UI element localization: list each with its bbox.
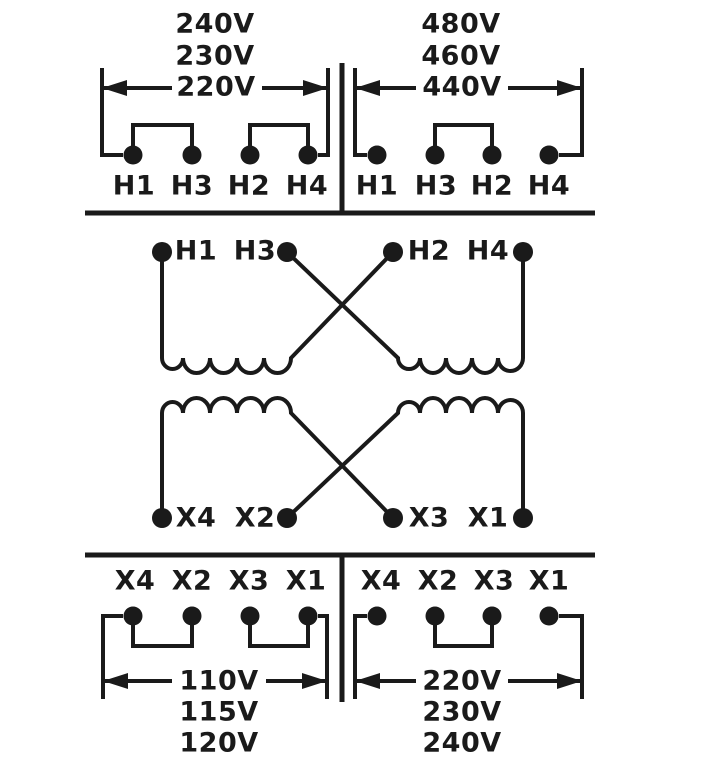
tl-h2-terminal-dot <box>240 145 260 165</box>
tr-h4-terminal-dot <box>539 145 559 165</box>
tr-voltage-label-2: 460V <box>421 40 501 72</box>
primary-right-winding <box>285 250 525 375</box>
tl-voltage-label-2: 230V <box>175 40 255 72</box>
tr-arrowhead-right <box>557 80 582 96</box>
tl-terminal-label-h4: H4 <box>285 170 329 202</box>
br-voltage-label-3: 240V <box>422 727 502 759</box>
bl-left-bracket <box>101 614 123 699</box>
br-terminal-label-x2: X2 <box>417 565 459 597</box>
bl-voltage-label-2: 115V <box>179 696 259 728</box>
primary-parallel-section <box>100 68 330 165</box>
secondary-parallel-section <box>101 606 329 699</box>
tr-h1-terminal-dot <box>367 145 387 165</box>
tr-terminal-label-h2: H2 <box>470 170 514 202</box>
mid-terminal-label-h1: H1 <box>174 235 218 267</box>
bl-arrowhead-left <box>103 673 128 689</box>
bl-voltage-label-1: 110V <box>179 665 259 697</box>
secondary-left-winding <box>160 396 395 520</box>
bl-terminal-label-x4: X4 <box>114 565 156 597</box>
mid-h3-terminal-dot <box>277 242 297 262</box>
tl-voltage-label-1: 240V <box>175 8 255 40</box>
tr-terminal-label-h4: H4 <box>527 170 571 202</box>
tr-h2-terminal-dot <box>482 145 502 165</box>
mid-terminal-label-x1: X1 <box>467 502 509 534</box>
mid-h2-terminal-dot <box>383 242 403 262</box>
tr-terminal-label-h3: H3 <box>414 170 458 202</box>
br-voltage-label-2: 230V <box>422 696 502 728</box>
br-x3-terminal-dot <box>482 606 502 626</box>
tr-right-bracket <box>559 68 584 157</box>
mid-h4-terminal-dot <box>513 242 533 262</box>
secondary-series-section <box>353 606 584 699</box>
tr-h3-terminal-dot <box>425 145 445 165</box>
bl-voltage-label-3: 120V <box>179 727 259 759</box>
bl-terminal-label-x1: X1 <box>285 565 327 597</box>
mid-terminal-label-h3: H3 <box>233 235 277 267</box>
bl-jumper-x3-x1 <box>248 614 310 648</box>
tl-left-bracket <box>100 68 123 157</box>
tl-terminal-label-h3: H3 <box>170 170 214 202</box>
bl-x3-terminal-dot <box>240 606 260 626</box>
mid-terminal-label-x4: X4 <box>175 502 217 534</box>
bl-x2-terminal-dot <box>182 606 202 626</box>
mid-terminal-label-x3: X3 <box>408 502 450 534</box>
tl-terminal-label-h1: H1 <box>112 170 156 202</box>
winding-section <box>152 242 533 528</box>
primary-left-winding <box>160 250 395 375</box>
tl-voltage-label-3: 220V <box>176 71 256 103</box>
mid-h1-terminal-dot <box>152 242 172 262</box>
tr-voltage-label-3: 440V <box>422 71 502 103</box>
tr-jumper-h3-h2 <box>433 123 494 157</box>
bl-jumper-x4-x2 <box>131 614 194 648</box>
mid-x1-terminal-dot <box>513 508 533 528</box>
tl-jumper-h2-h4 <box>248 123 310 157</box>
br-jumper-x2-x3 <box>433 614 494 648</box>
mid-terminal-label-h2: H2 <box>407 235 451 267</box>
mid-x2-terminal-dot <box>277 508 297 528</box>
br-terminal-label-x4: X4 <box>360 565 402 597</box>
bl-x4-terminal-dot <box>123 606 143 626</box>
tl-right-bracket <box>318 68 330 157</box>
mid-x3-terminal-dot <box>383 508 403 528</box>
tl-jumper-h1-h3 <box>131 123 194 157</box>
primary-series-section <box>353 68 584 165</box>
tl-h1-terminal-dot <box>123 145 143 165</box>
br-arrowhead-right <box>557 673 582 689</box>
mid-terminal-label-h4: H4 <box>466 235 510 267</box>
br-x4-terminal-dot <box>367 606 387 626</box>
br-x2-terminal-dot <box>425 606 445 626</box>
bl-right-bracket <box>318 614 329 699</box>
bl-terminal-label-x3: X3 <box>228 565 270 597</box>
tr-terminal-label-h1: H1 <box>355 170 399 202</box>
mid-x4-terminal-dot <box>152 508 172 528</box>
br-voltage-label-1: 220V <box>422 665 502 697</box>
bl-arrowhead-right <box>302 673 327 689</box>
mid-terminal-label-x2: X2 <box>234 502 276 534</box>
br-terminal-label-x1: X1 <box>528 565 570 597</box>
secondary-right-winding <box>285 396 525 520</box>
br-terminal-label-x3: X3 <box>473 565 515 597</box>
bl-terminal-label-x2: X2 <box>171 565 213 597</box>
bl-x1-terminal-dot <box>298 606 318 626</box>
br-left-bracket <box>353 614 367 699</box>
br-arrowhead-left <box>355 673 380 689</box>
br-right-bracket <box>559 614 584 699</box>
tr-left-bracket <box>353 68 367 157</box>
tl-arrowhead-right <box>303 80 328 96</box>
tl-h4-terminal-dot <box>298 145 318 165</box>
tr-arrowhead-left <box>355 80 380 96</box>
tl-terminal-label-h2: H2 <box>227 170 271 202</box>
tr-voltage-label-1: 480V <box>421 8 501 40</box>
tl-h3-terminal-dot <box>182 145 202 165</box>
tl-arrowhead-left <box>102 80 127 96</box>
br-x1-terminal-dot <box>539 606 559 626</box>
